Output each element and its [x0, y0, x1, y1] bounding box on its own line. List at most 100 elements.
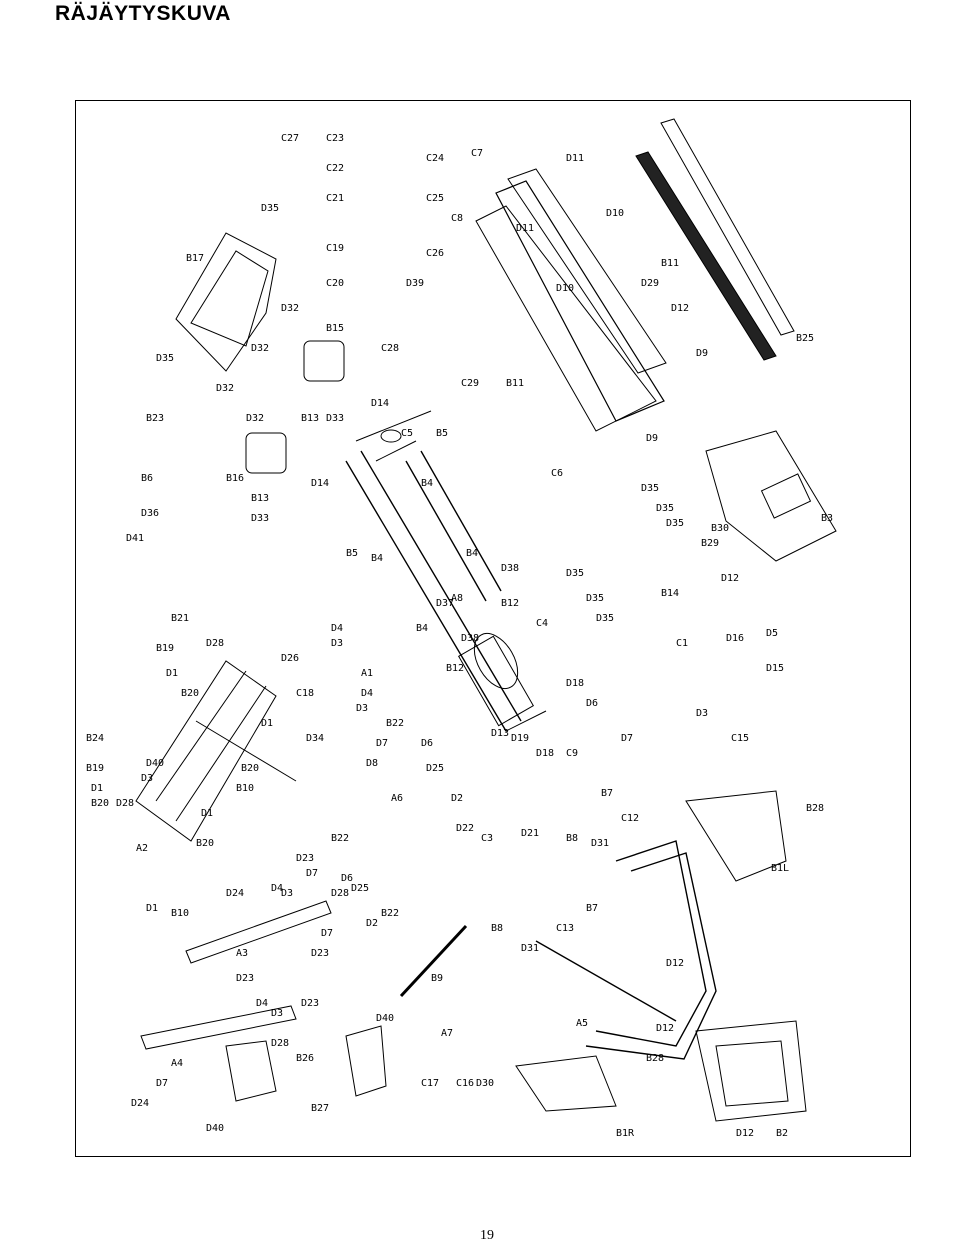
part-label: D6	[586, 698, 598, 709]
part-label: D3	[356, 703, 368, 714]
part-label: D32	[216, 383, 234, 394]
part-label: D3	[271, 1008, 283, 1019]
part-label: B1L	[771, 863, 789, 874]
part-label: D41	[126, 533, 144, 544]
part-label: D13	[491, 728, 509, 739]
part-label: C3	[481, 833, 493, 844]
part-label: C23	[326, 133, 344, 144]
part-label: C28	[381, 343, 399, 354]
part-label: B11	[661, 258, 679, 269]
part-label: B22	[331, 833, 349, 844]
part-label: C17	[421, 1078, 439, 1089]
side-cover-left	[225, 1025, 387, 1102]
part-label: D36	[141, 508, 159, 519]
part-label: D11	[516, 223, 534, 234]
part-label: D3	[696, 708, 708, 719]
part-label: B11	[506, 378, 524, 389]
page-number: 19	[480, 1228, 494, 1243]
part-label: D19	[511, 733, 529, 744]
lower-bar	[140, 1005, 297, 1050]
part-label: B27	[311, 1103, 329, 1114]
part-label: D4	[271, 883, 283, 894]
part-label: D1	[201, 808, 213, 819]
part-label: D35	[586, 593, 604, 604]
part-label: C20	[326, 278, 344, 289]
part-label: A4	[171, 1058, 183, 1069]
base-tray	[695, 1020, 807, 1122]
part-label: B4	[371, 553, 383, 564]
part-label: D40	[146, 758, 164, 769]
part-label: C16	[456, 1078, 474, 1089]
part-label: D7	[306, 868, 318, 879]
part-label: D35	[566, 568, 584, 579]
part-label: D35	[656, 503, 674, 514]
part-label: B28	[806, 803, 824, 814]
part-label: D5	[766, 628, 778, 639]
part-label: B13	[251, 493, 269, 504]
part-label: D32	[251, 343, 269, 354]
part-label: B29	[701, 538, 719, 549]
part-label: B8	[566, 833, 578, 844]
part-label: C19	[326, 243, 344, 254]
part-label: D10	[606, 208, 624, 219]
part-label: D21	[521, 828, 539, 839]
part-label: B4	[421, 478, 433, 489]
part-label: B7	[601, 788, 613, 799]
part-label: D4	[331, 623, 343, 634]
part-label: C18	[296, 688, 314, 699]
part-label: D2	[451, 793, 463, 804]
part-label: C27	[281, 133, 299, 144]
part-label: B7	[586, 903, 598, 914]
part-label: D40	[376, 1013, 394, 1024]
part-label: D14	[311, 478, 329, 489]
part-label: D28	[116, 798, 134, 809]
part-label: B5	[346, 548, 358, 559]
part-label: B22	[386, 718, 404, 729]
part-label: D3	[141, 773, 153, 784]
part-label: B20	[196, 838, 214, 849]
part-label: D10	[556, 283, 574, 294]
part-label: D23	[236, 973, 254, 984]
part-label: A7	[441, 1028, 453, 1039]
part-label: D33	[326, 413, 344, 424]
part-label: B16	[226, 473, 244, 484]
part-label: D30	[476, 1078, 494, 1089]
part-label: D31	[591, 838, 609, 849]
part-label: D16	[726, 633, 744, 644]
base-frame-front	[135, 660, 297, 842]
part-label: B25	[796, 333, 814, 344]
part-label: B28	[646, 1053, 664, 1064]
part-label: D7	[376, 738, 388, 749]
part-label: D23	[311, 948, 329, 959]
part-label: D14	[371, 398, 389, 409]
part-label: D7	[321, 928, 333, 939]
part-label: D35	[156, 353, 174, 364]
part-label: B20	[241, 763, 259, 774]
part-label: D1	[261, 718, 273, 729]
part-label: D6	[341, 873, 353, 884]
part-label: B12	[446, 663, 464, 674]
part-label: D18	[566, 678, 584, 689]
part-label: B23	[146, 413, 164, 424]
part-label: C29	[461, 378, 479, 389]
exploded-diagram-frame: C27 C23 C22 C21 C19 C20 C24 C25 C26 D39 …	[75, 100, 911, 1157]
part-label: D29	[641, 278, 659, 289]
part-label: B21	[171, 613, 189, 624]
part-label: B14	[661, 588, 679, 599]
part-label: D9	[646, 433, 658, 444]
part-label: D4	[361, 688, 373, 699]
part-label: C7	[471, 148, 483, 159]
part-label: D3	[281, 888, 293, 899]
part-label: D12	[656, 1023, 674, 1034]
part-label: D35	[641, 483, 659, 494]
part-label: A3	[236, 948, 248, 959]
part-label: D12	[721, 573, 739, 584]
part-label: B4	[466, 548, 478, 559]
part-label: D35	[261, 203, 279, 214]
part-label: D25	[426, 763, 444, 774]
part-label: B20	[181, 688, 199, 699]
part-label: D39	[406, 278, 424, 289]
part-label: D23	[301, 998, 319, 1009]
part-label: C5	[401, 428, 413, 439]
part-label: D37	[436, 598, 454, 609]
